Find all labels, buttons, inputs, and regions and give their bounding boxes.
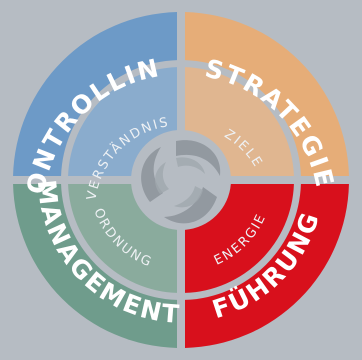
inner-ring-sector-strategie[interactable] xyxy=(184,67,294,177)
outer-ring-sector-management[interactable] xyxy=(13,183,178,348)
inner-ring-sector-management[interactable] xyxy=(68,183,178,293)
inner-ring-sector-fuehrung[interactable] xyxy=(184,183,294,293)
outer-ring-sector-strategie[interactable] xyxy=(184,12,349,177)
swirl-logo-icon xyxy=(141,140,221,224)
inner-ring-sector-controlling[interactable] xyxy=(68,67,178,177)
outer-ring-sector-controlling[interactable] xyxy=(13,12,178,177)
outer-ring-sector-fuehrung[interactable] xyxy=(184,183,349,348)
